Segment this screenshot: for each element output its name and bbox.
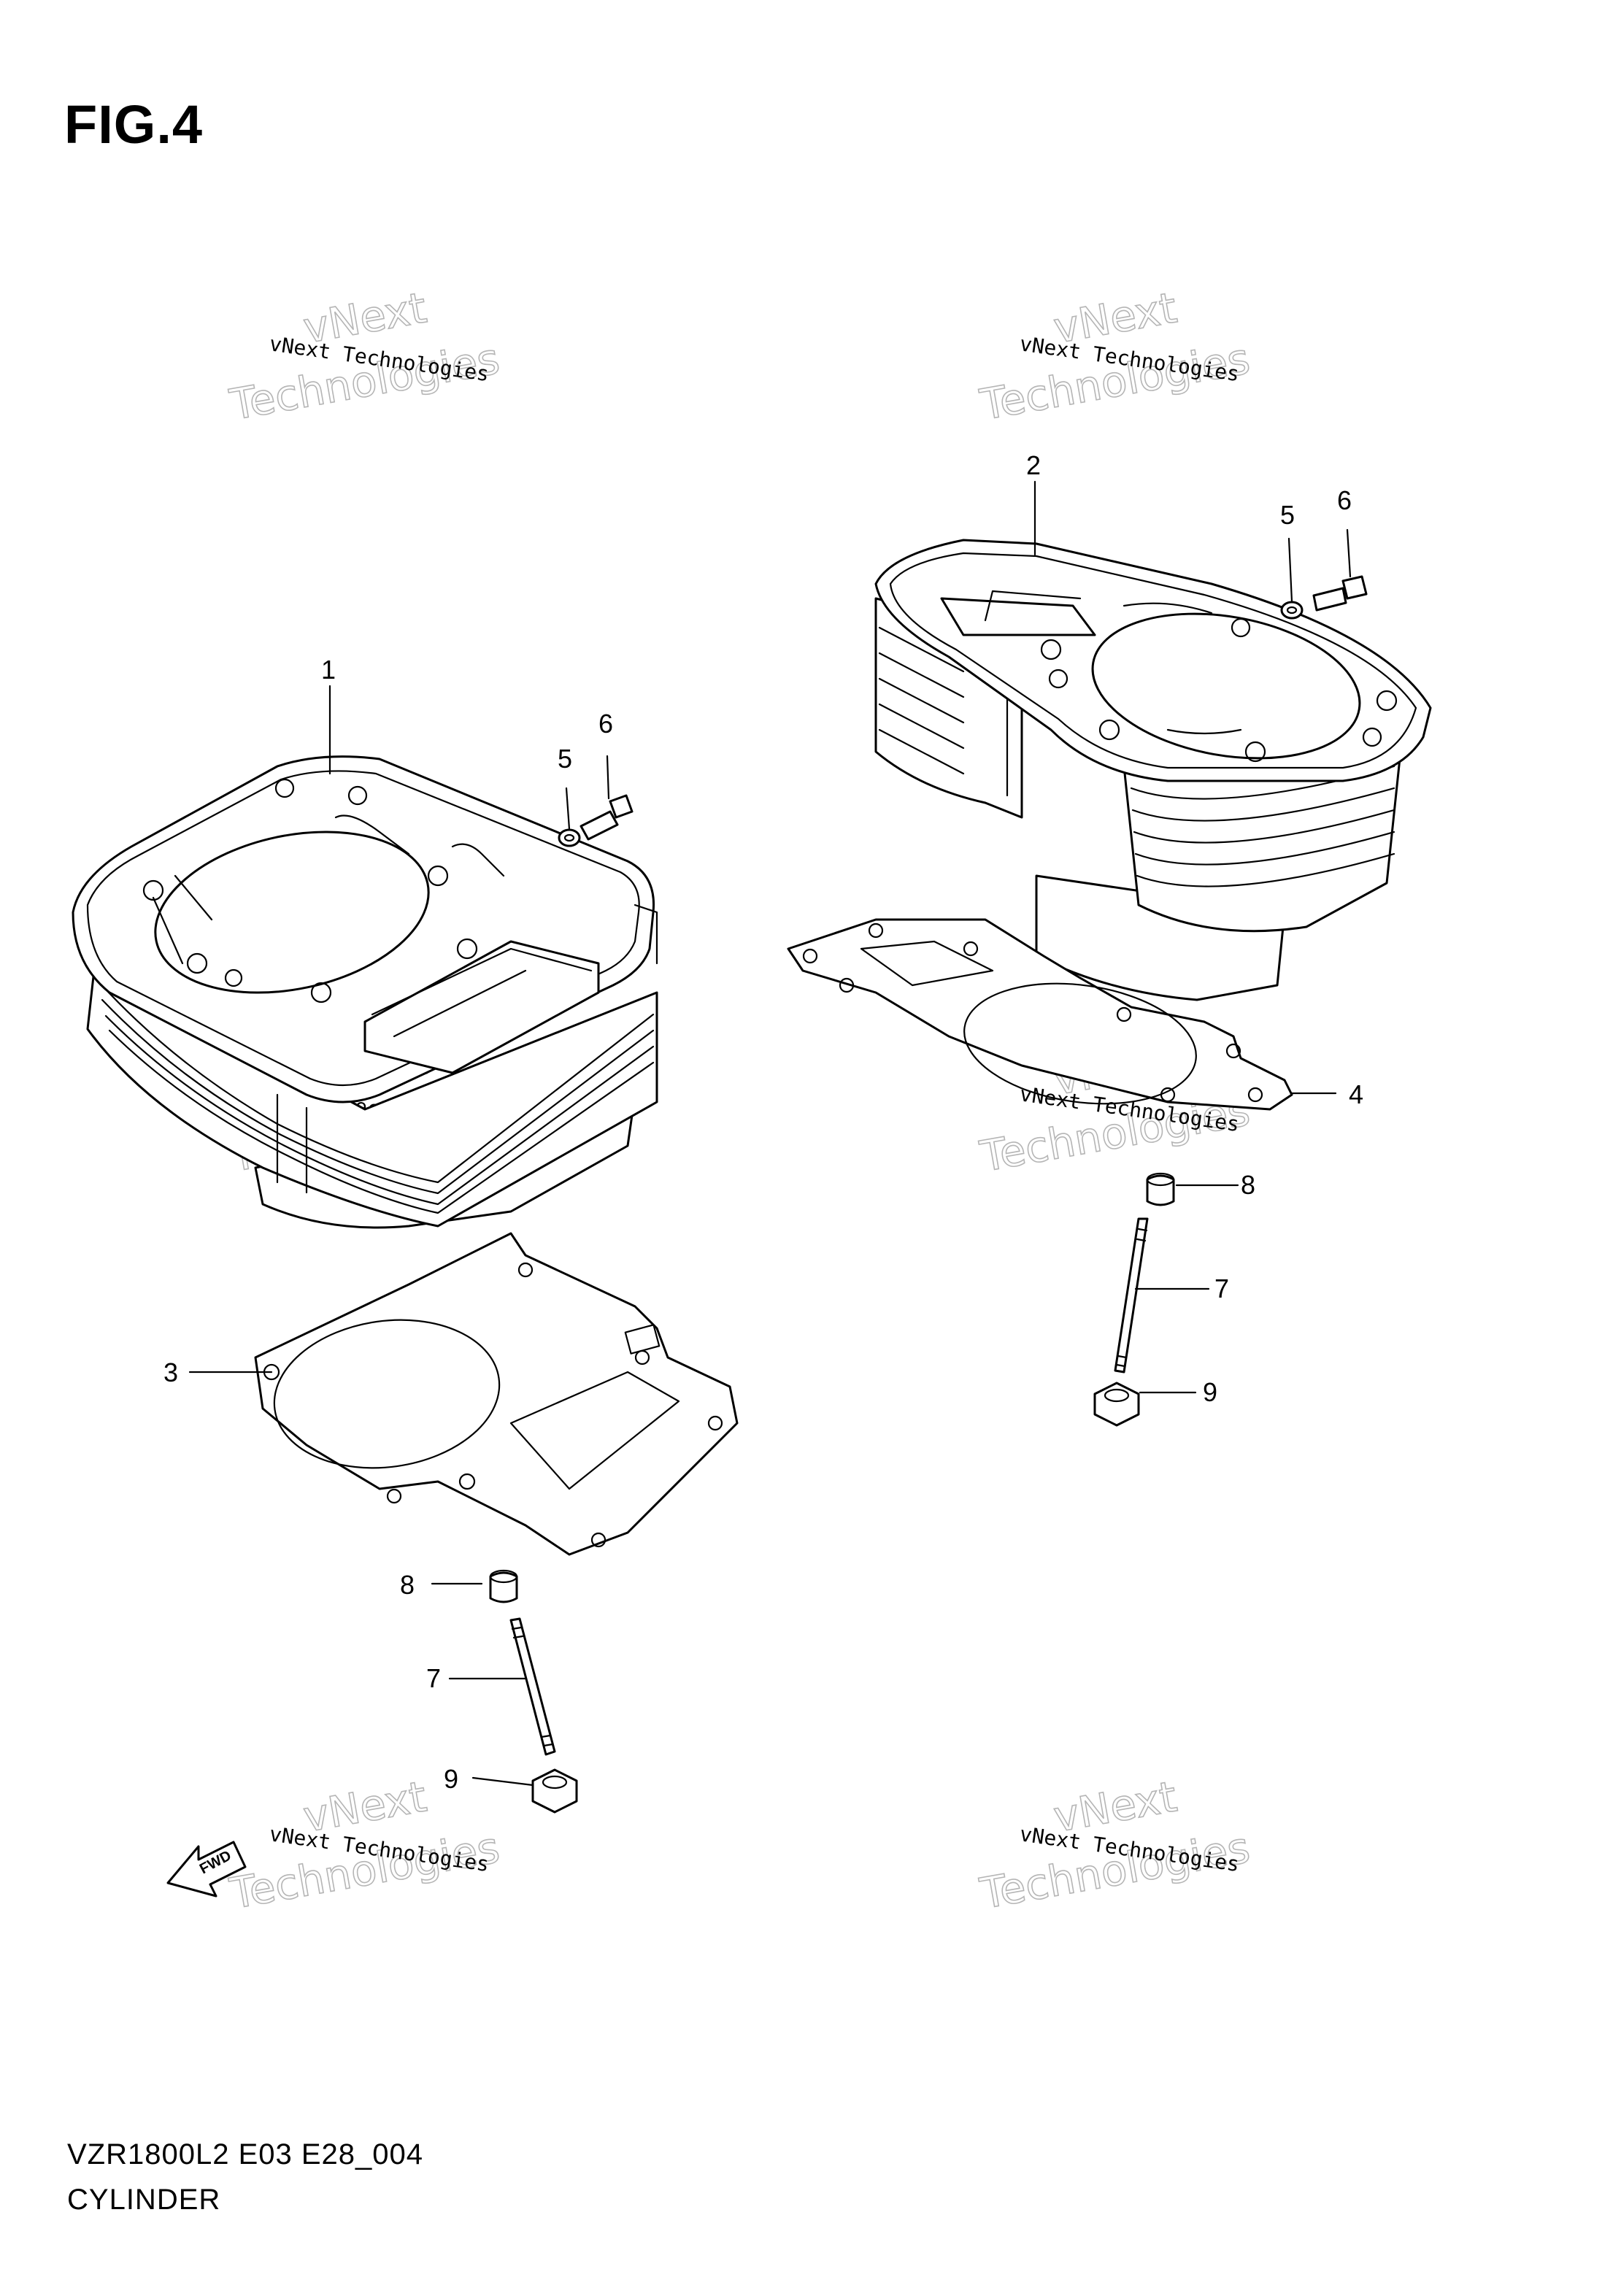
part-7-stud-bolt-right bbox=[1114, 1217, 1149, 1374]
callout-8-right: 8 bbox=[1241, 1170, 1255, 1200]
callout-3: 3 bbox=[163, 1357, 178, 1387]
callout-9-left: 9 bbox=[444, 1764, 458, 1794]
callout-6-left: 6 bbox=[598, 709, 613, 739]
callout-4: 4 bbox=[1349, 1079, 1363, 1109]
watermark-bottom-left: vNext Technologies vNext Technologies bbox=[226, 1771, 504, 1919]
part-9-nut-left bbox=[531, 1768, 578, 1814]
callout-6-right: 6 bbox=[1337, 485, 1352, 515]
leader-lines bbox=[188, 480, 1352, 1787]
part-9-nut-right bbox=[1093, 1382, 1140, 1427]
figure-title: FIG.4 bbox=[64, 94, 204, 155]
watermark-top-left: vNext Technologies vNext Technologies bbox=[226, 282, 504, 431]
watermark-top-right: vNext Technologies vNext Technologies bbox=[976, 282, 1254, 431]
part-8-dowel-pin-left bbox=[489, 1569, 518, 1603]
callout-2-rear: 2 bbox=[1026, 450, 1041, 480]
callout-numbers: 1 2 3 4 5 6 5 6 8 8 7 7 9 9 bbox=[163, 450, 1363, 1794]
callout-7-right: 7 bbox=[1214, 1274, 1229, 1303]
section-name: CYLINDER bbox=[67, 2184, 221, 2216]
model-code: VZR1800L2 E03 E28_004 bbox=[67, 2138, 424, 2170]
part-1-front-cylinder bbox=[72, 755, 658, 1229]
callout-9-right: 9 bbox=[1203, 1377, 1217, 1407]
callout-7-left: 7 bbox=[426, 1663, 441, 1693]
part-7-stud-bolt-left bbox=[509, 1617, 556, 1756]
callout-1: 1 bbox=[321, 655, 336, 685]
part-8-dowel-pin-right bbox=[1146, 1172, 1175, 1206]
part-6-fitting-bolt-right bbox=[1312, 575, 1368, 612]
watermark-bottom-right: vNext Technologies vNext Technologies bbox=[976, 1771, 1254, 1919]
part-3-cylinder-base-gasket bbox=[254, 1232, 739, 1556]
part-5-gasket-washer-left bbox=[558, 828, 581, 847]
part-2-rear-cylinder bbox=[874, 539, 1432, 1001]
part-4-cylinder-base-gasket bbox=[787, 918, 1293, 1111]
callout-5-right: 5 bbox=[1280, 500, 1295, 530]
part-5-gasket-washer-right bbox=[1280, 601, 1304, 620]
callout-8-left: 8 bbox=[400, 1570, 415, 1600]
part-6-fitting-bolt-left bbox=[580, 794, 634, 841]
callout-5-left: 5 bbox=[558, 744, 572, 774]
